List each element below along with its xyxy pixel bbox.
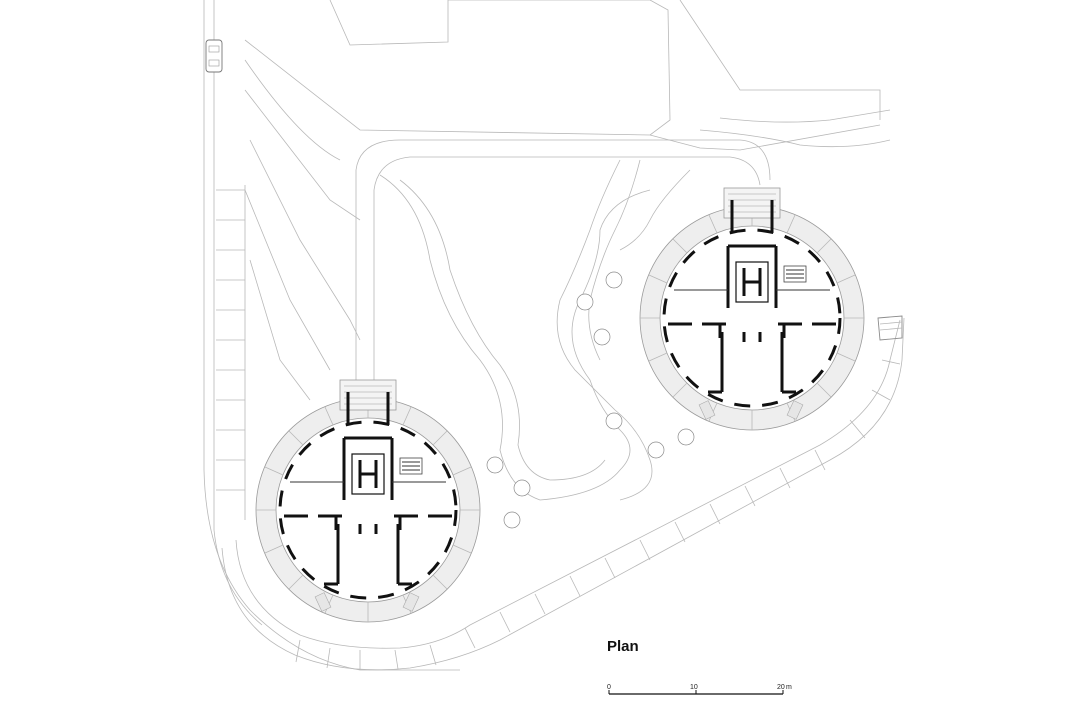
tree-icon	[605, 412, 623, 430]
plan-title: Plan	[607, 638, 639, 655]
car-icon	[205, 39, 223, 73]
scale-bar: 0 10 20 m	[607, 684, 792, 695]
scale-tick-0: 0	[607, 684, 611, 691]
tree-icon	[647, 441, 665, 459]
perimeter-paving	[216, 185, 901, 670]
site-context-lines	[203, 0, 905, 671]
scale-unit: m	[786, 684, 792, 691]
tree-icon	[513, 479, 531, 497]
scale-tick-10: 10	[690, 684, 698, 691]
tree-icon	[576, 293, 594, 311]
building-left	[255, 379, 481, 623]
tree-icon	[503, 511, 521, 529]
trees	[486, 271, 695, 529]
tree-icon	[593, 328, 611, 346]
tree-icon	[677, 428, 695, 446]
tree-icon	[486, 456, 504, 474]
building-right	[639, 187, 865, 431]
scale-tick-20: 20	[777, 684, 785, 691]
tree-icon	[605, 271, 623, 289]
